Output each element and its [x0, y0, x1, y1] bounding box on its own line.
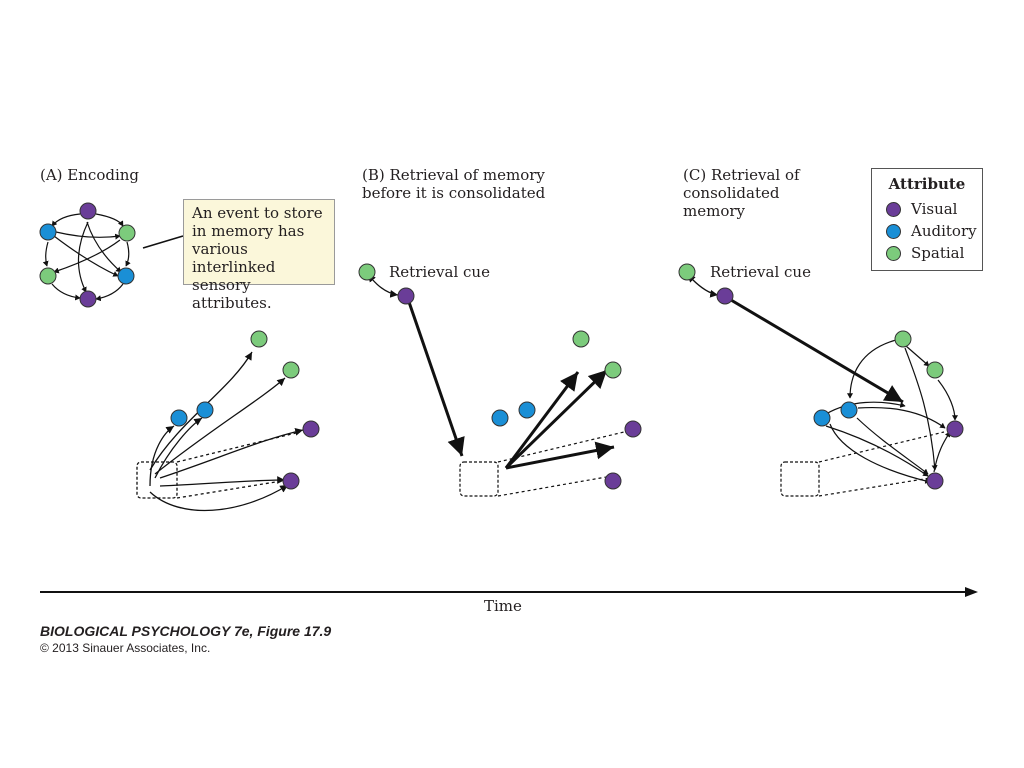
retrieval-cue-spatial-node — [678, 263, 696, 281]
visual-node — [302, 420, 320, 438]
visual-swatch — [886, 201, 901, 217]
spatial-node — [118, 224, 136, 242]
auditory-node — [196, 401, 214, 419]
legend-title: Attribute — [888, 175, 966, 193]
panel-a-connections — [136, 351, 304, 512]
legend-label: Spatial — [911, 244, 965, 262]
panel-b-connections — [367, 274, 625, 497]
panel-b-nodes — [358, 263, 642, 490]
time-axis — [40, 587, 978, 597]
visual-node — [282, 472, 300, 490]
time-axis-label: Time — [484, 597, 522, 615]
figure-copyright: © 2013 Sinauer Associates, Inc. — [40, 641, 211, 655]
visual-node — [79, 290, 97, 308]
auditory-node — [491, 409, 509, 427]
spatial-node — [282, 361, 300, 379]
callout-pointer — [142, 235, 184, 249]
spatial-node — [894, 330, 912, 348]
spatial-swatch — [886, 245, 901, 261]
legend-label: Visual — [911, 200, 958, 218]
visual-node — [946, 420, 964, 438]
retrieval-cue-spatial-node — [358, 263, 376, 281]
figure-credit-title: BIOLOGICAL PSYCHOLOGY 7e, Figure 17.9 — [40, 623, 332, 639]
visual-node — [79, 202, 97, 220]
callout-box: An event to store in memory has various … — [183, 199, 335, 312]
panel-b-retrieval-cue-label: Retrieval cue — [389, 263, 490, 281]
auditory-swatch — [886, 223, 901, 239]
visual-node — [604, 472, 622, 490]
spatial-node — [572, 330, 590, 348]
retrieval-cue-visual-node — [716, 287, 734, 305]
legend-item-visual: Visual — [886, 199, 957, 219]
panel-c-nodes — [678, 263, 964, 490]
retrieval-cue-visual-node — [397, 287, 415, 305]
spatial-node — [926, 361, 944, 379]
auditory-node — [117, 267, 135, 285]
legend-item-spatial: Spatial — [886, 243, 964, 263]
panel-c-title: (C) Retrieval of consolidated memory — [683, 166, 800, 220]
auditory-node — [518, 401, 536, 419]
visual-node — [926, 472, 944, 490]
hippocampus-region — [136, 461, 178, 499]
legend-label: Auditory — [911, 222, 977, 240]
legend-item-auditory: Auditory — [886, 221, 977, 241]
panel-c-retrieval-cue-label: Retrieval cue — [710, 263, 811, 281]
auditory-node — [840, 401, 858, 419]
panel-a-title: (A) Encoding — [40, 166, 140, 184]
panel-b-title: (B) Retrieval of memory before it is con… — [362, 166, 546, 202]
panel-c-connections — [687, 274, 958, 497]
auditory-node — [170, 409, 188, 427]
encoding-network — [39, 202, 136, 308]
spatial-node — [39, 267, 57, 285]
panel-a-nodes — [170, 330, 320, 490]
spatial-node — [250, 330, 268, 348]
attribute-legend: Attribute Visual Auditory Spatial — [871, 168, 983, 271]
spatial-node — [604, 361, 622, 379]
visual-node — [624, 420, 642, 438]
auditory-node — [39, 223, 57, 241]
auditory-node — [813, 409, 831, 427]
